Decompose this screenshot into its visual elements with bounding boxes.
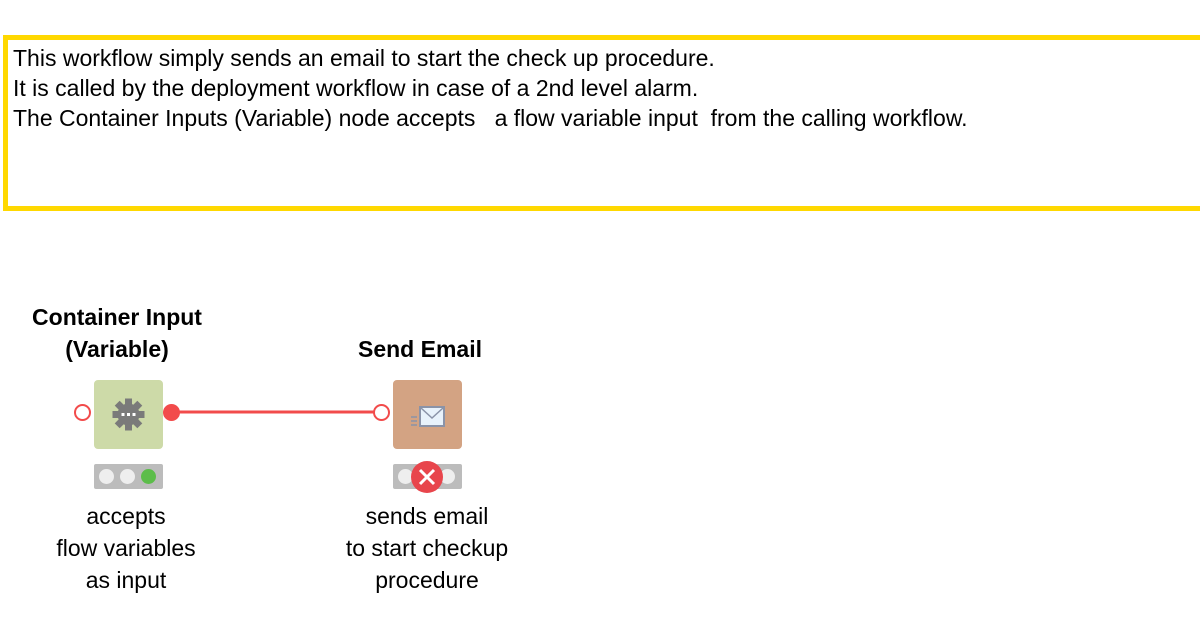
annotation-line: The Container Inputs (Variable) node acc…	[13, 105, 968, 131]
title-line: Send Email	[358, 336, 482, 362]
description-line: flow variables	[56, 535, 196, 561]
description-line: procedure	[375, 567, 479, 593]
description-line: to start checkup	[345, 535, 509, 561]
output-port-flow-variable[interactable]	[163, 404, 180, 421]
workflow-annotation[interactable]: This workflow simply sends an email to s…	[3, 35, 1200, 211]
node-container-input[interactable]	[94, 380, 163, 449]
input-port-flow-variable[interactable]	[74, 404, 91, 421]
node-status-executed	[94, 464, 163, 489]
description-line: accepts	[86, 503, 166, 529]
error-icon	[411, 461, 443, 493]
gear-dots-icon	[112, 398, 145, 431]
node-status-error	[393, 461, 462, 493]
node-description-container-input[interactable]: accepts flow variables as input	[0, 500, 256, 596]
input-port-flow-variable[interactable]	[373, 404, 390, 421]
node-send-email[interactable]	[393, 380, 462, 449]
description-line: as input	[85, 567, 167, 593]
title-line: Container Input	[32, 304, 202, 330]
title-line: (Variable)	[65, 336, 169, 362]
envelope-icon	[411, 406, 445, 427]
description-line: sends email	[365, 503, 489, 529]
node-title-send-email[interactable]: Send Email	[290, 333, 550, 365]
node-title-container-input[interactable]: Container Input (Variable)	[0, 301, 247, 365]
annotation-line: This workflow simply sends an email to s…	[13, 45, 715, 71]
node-description-send-email[interactable]: sends email to start checkup procedure	[297, 500, 557, 596]
annotation-line: It is called by the deployment workflow …	[13, 75, 699, 101]
